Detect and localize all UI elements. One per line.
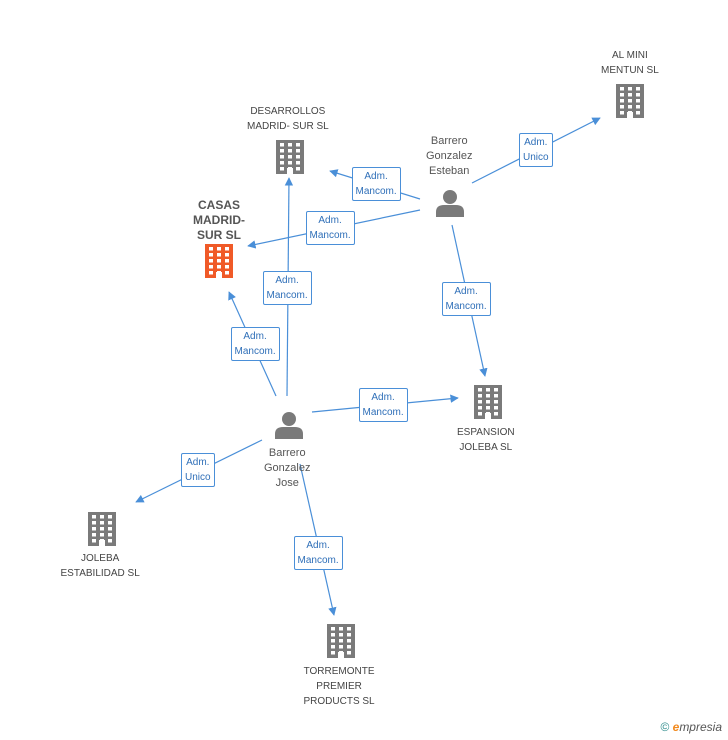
- brand-e-logo: e: [672, 720, 680, 734]
- company-label-joleba[interactable]: JOLEBA ESTABILIDAD SL: [60, 553, 140, 579]
- edge-label-e7[interactable]: Adm. Mancom.: [358, 388, 408, 422]
- company-joleba-building-icon[interactable]: [88, 512, 116, 546]
- company-casas-building-icon[interactable]: [205, 244, 233, 278]
- company-label-torremonte[interactable]: TORREMONTE PREMIER PRODUCTS SL: [303, 666, 375, 707]
- company-label-almini[interactable]: AL MINI MENTUN SL: [601, 50, 659, 76]
- empresia-brand[interactable]: © empresia: [660, 720, 722, 734]
- person-esteban-person-icon[interactable]: [436, 190, 464, 217]
- icons-layer: [88, 84, 644, 658]
- edge-label-e9[interactable]: Adm. Mancom.: [293, 536, 343, 570]
- person-label-jose[interactable]: Barrero Gonzalez Jose: [264, 447, 311, 489]
- edge-label-e1[interactable]: Adm. Unico: [519, 133, 553, 167]
- edge-label-e4[interactable]: Adm. Mancom.: [441, 282, 491, 316]
- company-label-desarrollos[interactable]: DESARROLLOS MADRID- SUR SL: [247, 106, 329, 132]
- company-label-espansion[interactable]: ESPANSION JOLEBA SL: [457, 427, 515, 453]
- edge-label-e5[interactable]: Adm. Mancom.: [262, 271, 312, 305]
- company-desarrollos-building-icon[interactable]: [276, 140, 304, 174]
- edge-label-e8[interactable]: Adm. Unico: [181, 453, 215, 487]
- company-almini-building-icon[interactable]: [616, 84, 644, 118]
- company-espansion-building-icon[interactable]: [474, 385, 502, 419]
- company-torremonte-building-icon[interactable]: [327, 624, 355, 658]
- person-label-esteban[interactable]: Barrero Gonzalez Esteban: [426, 135, 473, 177]
- company-label-casas[interactable]: CASAS MADRID- SUR SL: [193, 198, 245, 242]
- person-jose-person-icon[interactable]: [275, 412, 303, 439]
- brand-name: mpresia: [679, 720, 722, 734]
- edge-label-e3[interactable]: Adm. Mancom.: [305, 211, 355, 245]
- edge-label-e6[interactable]: Adm. Mancom.: [230, 327, 280, 361]
- edge-label-e2[interactable]: Adm. Mancom.: [351, 167, 401, 201]
- copyright-symbol: ©: [660, 720, 670, 734]
